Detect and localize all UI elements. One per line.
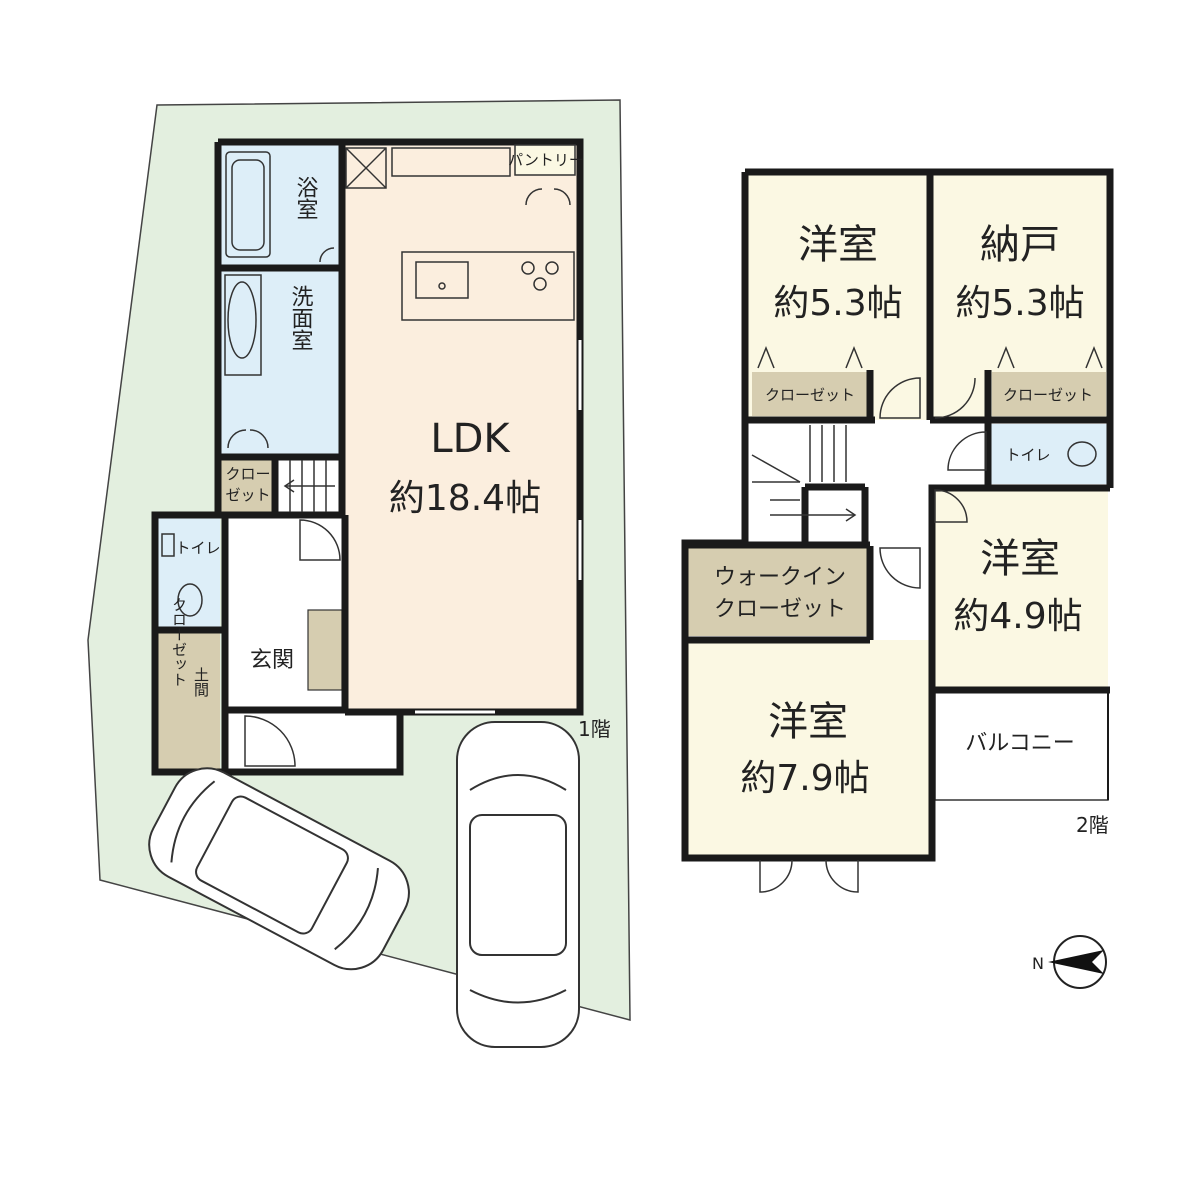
wall-2f-north-east	[745, 168, 1114, 488]
closet-right-label: クローゼット	[1003, 386, 1093, 404]
sink	[415, 261, 469, 299]
entrance-door-swing	[299, 519, 341, 561]
door-room-sw	[879, 547, 921, 589]
entrance-label: 玄関	[250, 648, 294, 673]
balcony-label: バルコニー	[965, 731, 1075, 756]
ldk-name: LDK	[430, 416, 511, 462]
washroom-label: 洗面室	[288, 285, 314, 351]
storage-size: 約5.3帖	[955, 283, 1084, 324]
ldk-area	[345, 145, 578, 710]
closet-left-doors	[757, 345, 863, 369]
bath-area	[220, 145, 342, 265]
walkin-label-b: クローゼット	[714, 597, 846, 622]
bathtub	[225, 151, 271, 258]
toilet1-sink	[161, 533, 175, 557]
toilet2-label: トイレ	[1005, 446, 1050, 464]
burner-3	[533, 277, 547, 291]
door-storage	[934, 377, 976, 419]
storage-name: 納戸	[980, 222, 1060, 268]
doma-label-a: 土間	[192, 667, 210, 698]
kitchen-counter	[391, 147, 511, 177]
floor2-label: 2階	[1076, 813, 1109, 837]
closet-right-doors	[997, 345, 1103, 369]
entrance-step	[307, 609, 343, 691]
ldk-size: 約18.4帖	[389, 478, 541, 519]
walkin-area	[688, 546, 870, 636]
doma-closet-area	[158, 632, 220, 770]
toilet1-area	[158, 518, 220, 628]
pantry-label: パントリー	[508, 151, 584, 169]
washroom-area	[220, 270, 342, 455]
wall-porch	[228, 712, 404, 776]
closet-label-top: クロー	[225, 465, 270, 483]
sink-drain	[438, 282, 446, 290]
car-vertical	[456, 721, 580, 1048]
room-e-size: 約4.9帖	[953, 596, 1082, 637]
door-toilet2	[947, 431, 987, 471]
bathtub-inner	[231, 159, 265, 251]
room-e-name: 洋室	[980, 536, 1060, 582]
door-room-nw	[879, 377, 921, 419]
fridge-space	[345, 147, 387, 189]
porch-area	[228, 712, 400, 772]
room-sw-size: 約7.9帖	[740, 758, 869, 799]
front-door-swing	[244, 715, 296, 767]
kitchen-island	[401, 251, 575, 321]
burner-1	[521, 261, 535, 275]
door-bottom-left	[759, 859, 793, 893]
stairs-2f	[751, 425, 857, 522]
bath-label: 浴室	[293, 176, 319, 220]
burner-2	[545, 261, 559, 275]
car-diagonal	[148, 767, 410, 971]
wash-door	[227, 429, 269, 449]
room-sw-name: 洋室	[768, 699, 848, 745]
walkin-label-a: ウォークイン	[714, 565, 846, 590]
stairs-1f	[283, 460, 335, 512]
toilet2-bowl	[1067, 441, 1097, 467]
toilet1-label: トイレ	[175, 539, 220, 557]
fridge-cross-b	[345, 147, 387, 189]
compass-north-label: N	[1032, 954, 1044, 973]
toilet1-bowl	[177, 583, 203, 617]
room-nw-name: 洋室	[798, 222, 878, 268]
closet-left-area	[752, 372, 870, 416]
closet-label-bottom: ゼット	[225, 486, 270, 504]
bath-door	[319, 247, 335, 263]
floor1-label: 1階	[578, 717, 611, 741]
door-room-e	[934, 489, 968, 523]
room-e-area	[932, 488, 1108, 688]
pantry-box	[514, 144, 576, 176]
closet-small-area	[220, 458, 275, 513]
door-bottom-right	[825, 859, 859, 893]
room-sw-area	[688, 640, 933, 855]
pantry-door	[525, 188, 571, 206]
closet-right-area	[992, 372, 1106, 416]
room-nw-size: 約5.3帖	[773, 283, 902, 324]
vanity	[224, 274, 262, 376]
toilet2-area	[990, 424, 1108, 484]
doma-label-b: クローゼット	[170, 597, 188, 687]
closet-left-label: クローゼット	[765, 386, 855, 404]
washbasin	[227, 281, 257, 359]
compass-icon: N	[1032, 935, 1107, 989]
